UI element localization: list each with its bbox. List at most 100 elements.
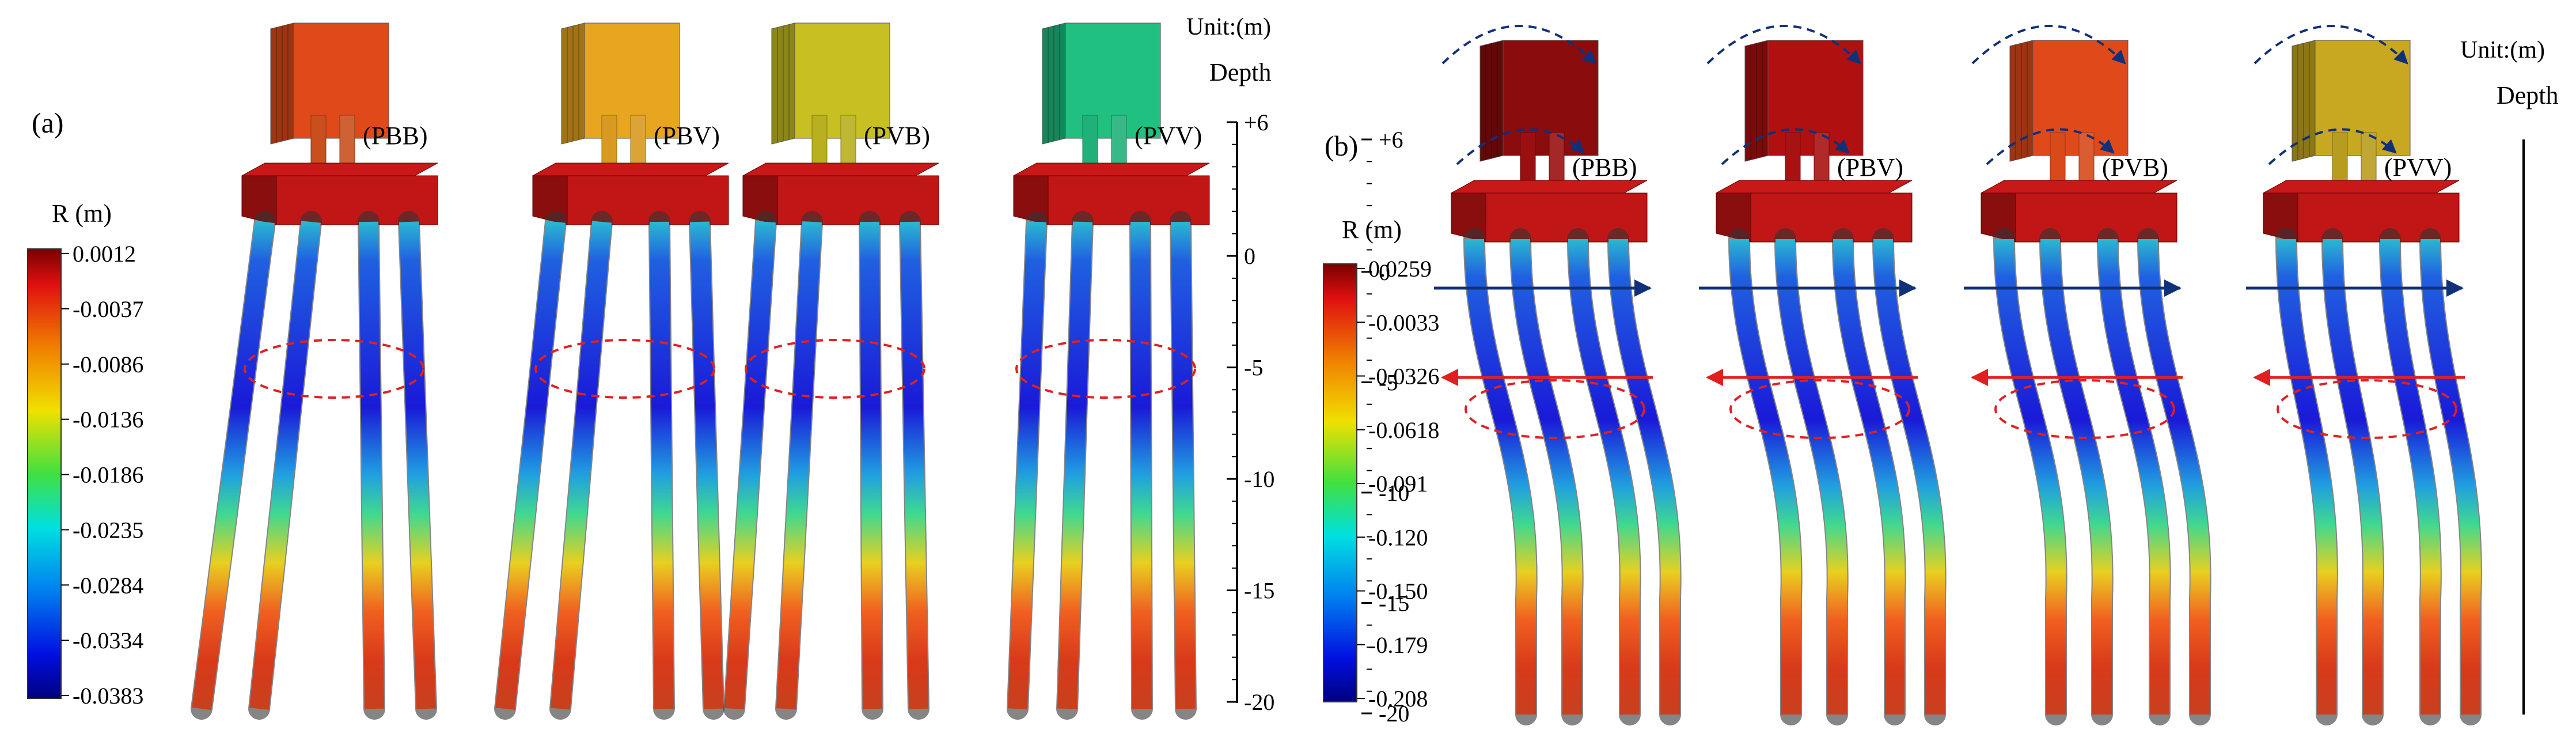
rotation-arrow-mid [1986, 128, 2115, 165]
pier-model-pbv: (PBV) [494, 22, 729, 720]
model-label: (PVV) [2384, 153, 2452, 182]
depth-tick-label: -10 [1244, 466, 1274, 492]
colorbar-tick-label: -0.0136 [73, 407, 143, 433]
depth-axis-a: Unit:(m) Depth +6 0 -5 -10 -15 -20 [1186, 14, 1274, 715]
pile [724, 221, 776, 710]
pier-model-pvv: (PVV) [2246, 25, 2482, 725]
depth-axis-a-unit: Unit:(m) [1186, 14, 1271, 40]
highlight-ellipse [1729, 379, 1910, 439]
model-label: (PBB) [1572, 153, 1637, 182]
pile [2098, 239, 2170, 715]
rotation-arrow-top [1441, 25, 1596, 65]
depth-tick-label: +6 [1379, 127, 1403, 153]
colorbar-tick-label: -0.0326 [1368, 364, 1439, 390]
colorbar-tick-label: -0.120 [1368, 524, 1428, 550]
pile [1775, 239, 1847, 715]
pile [1511, 239, 1583, 715]
highlight-ellipse [244, 339, 424, 399]
colorbar-tick-label: -0.0383 [73, 683, 143, 709]
depth-tick-label: -15 [1244, 578, 1274, 604]
pile [2323, 239, 2383, 715]
pile-cap-top [1716, 180, 1913, 194]
model-label: (PBV) [1837, 153, 1903, 182]
rotation-arrow-top [1706, 25, 1861, 65]
depth-axis-a-ticks: +6 0 -5 -10 -15 -20 [1227, 109, 1274, 715]
pile [1568, 239, 1640, 715]
pile [2277, 239, 2337, 715]
colorbar-tick-label: -0.0186 [73, 462, 143, 488]
pier-model-pvb: (PVB) [723, 22, 939, 720]
pile [495, 221, 566, 710]
depth-tick-label: 0 [1379, 259, 1390, 285]
colorbar-tick-label: -0.0618 [1368, 417, 1439, 443]
pile-cap-top [241, 162, 438, 176]
colorbar-tick-label: -0.0033 [1368, 309, 1439, 335]
colorbar-tick-label: -0.0086 [73, 352, 143, 377]
colorbar-tick-label: -0.208 [1368, 686, 1428, 712]
pile [860, 221, 882, 709]
pile-cap-top [532, 162, 729, 176]
panel-a-label: (a) [32, 107, 64, 139]
depth-axis-b-ticks: +60-5-10-15-20 [1361, 127, 1409, 727]
model-label: (PVB) [864, 122, 930, 150]
colorbar-tick-label: 0.0012 [73, 241, 136, 267]
pile [2421, 239, 2481, 715]
depth-tick-label: -5 [1244, 355, 1263, 381]
pile [1608, 239, 1680, 715]
colorbar-b-scale [1323, 263, 1357, 702]
pile [900, 221, 928, 709]
highlight-ellipse [1465, 379, 1645, 439]
depth-axis-a-title: Depth [1209, 58, 1272, 86]
depth-axis-b-title: Depth [2497, 81, 2559, 109]
pile [690, 221, 723, 709]
model-label: (PVB) [2102, 153, 2168, 182]
highlight-ellipse [2277, 379, 2457, 439]
pier-models: (PBB) (PBV) (PVB) (PVV) (PBB) (PBV) (PVB) (PVV) [191, 22, 2482, 725]
model-label: (PVV) [1135, 122, 1202, 150]
highlight-ellipse [745, 339, 925, 399]
colorbar-tick-label: -0.150 [1368, 579, 1428, 604]
pile [551, 221, 612, 710]
pile-cap-top [1451, 180, 1648, 194]
depth-axis-b: Unit:(m) Depth +60-5-10-15-20 [1361, 37, 2559, 727]
rotation-arrow-top [1971, 25, 2126, 65]
colorbar-tick-label: 0.0259 [1368, 256, 1432, 282]
colorbar-a-scale [27, 248, 62, 699]
pier-model-pbb: (PBB) [191, 22, 438, 720]
highlight-ellipse [1015, 339, 1196, 399]
pile [1171, 221, 1196, 709]
colorbar-tick-label: -0.0284 [73, 572, 143, 598]
highlight-ellipse [534, 339, 715, 399]
colorbar-b: R (m) 0.0259-0.0033-0.0326-0.0618-0.091-… [1323, 216, 1439, 712]
pile [2380, 239, 2441, 715]
colorbar-tick-label: -0.0037 [73, 296, 143, 322]
model-label: (PBV) [654, 122, 720, 150]
pile [1873, 239, 1945, 715]
colorbar-a-title: R (m) [52, 199, 112, 228]
depth-tick-label: -20 [1379, 701, 1409, 727]
pile-cap-top [1013, 162, 1210, 176]
colorbar-tick-label: -0.091 [1368, 471, 1428, 497]
depth-tick-label: -10 [1379, 480, 1409, 506]
rotation-arrow-top [2253, 25, 2408, 65]
model-label: (PBB) [363, 122, 427, 150]
highlight-ellipse [1994, 379, 2175, 439]
pile [1833, 239, 1905, 715]
colorbar-tick-label: -0.0235 [73, 517, 143, 543]
pile [192, 220, 275, 710]
colorbar-b-title: R (m) [1342, 216, 1402, 244]
pile [1130, 221, 1152, 709]
pile [2040, 239, 2112, 715]
pier-model-pbv: (PBV) [1699, 25, 1947, 725]
depth-tick-label: +6 [1244, 109, 1269, 135]
colorbar-b-ticks: 0.0259 -0.0033 -0.0326 -0.0618 -0.091 -0.120 -… [1357, 256, 1439, 712]
depth-axis-b-unit: Unit:(m) [2460, 37, 2545, 63]
pile [399, 221, 436, 709]
depth-tick-label: -5 [1379, 369, 1398, 395]
depth-tick-label: -20 [1244, 689, 1274, 715]
colorbar-a: R (m) 0.0012 -0.0037 -0.0086 -0.0136 -0.0186… [27, 199, 143, 709]
panel-b-label: (b) [1325, 130, 1358, 162]
rotation-arrow-mid [1456, 128, 1585, 165]
depth-tick-label: 0 [1244, 243, 1255, 269]
